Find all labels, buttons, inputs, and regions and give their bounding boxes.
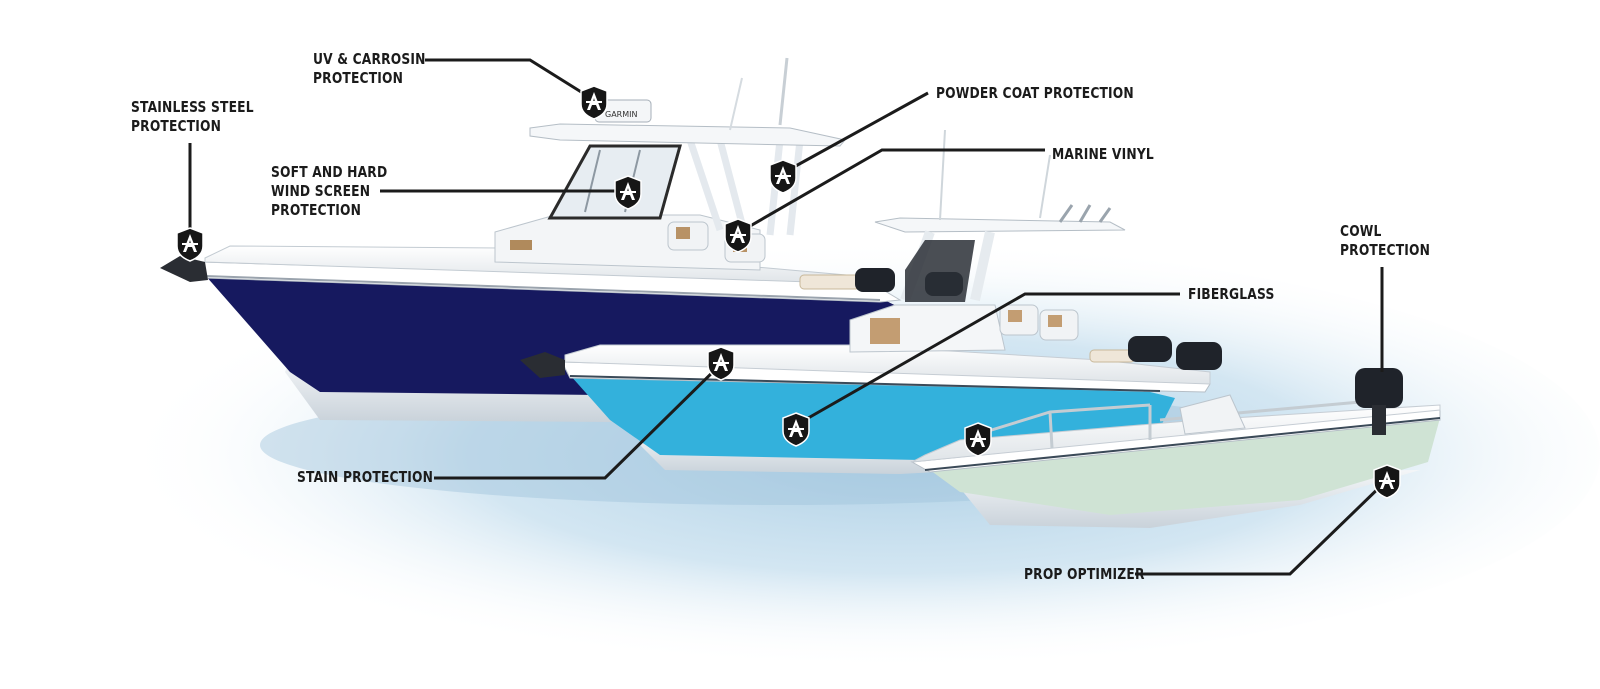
leader-stain xyxy=(434,361,724,480)
leader-fiberglass xyxy=(795,292,1180,427)
callout-marine-vinyl-line-1: MARINE VINYL xyxy=(1052,145,1154,163)
callout-uv-corrosion-line-1: UV & CARROSIN xyxy=(313,50,426,68)
callout-uv-corrosion: UV & CARROSIN PROTECTION xyxy=(313,50,426,88)
callout-fiberglass: FIBERGLASS xyxy=(1188,285,1274,304)
callout-windscreen-line-2: WIND SCREEN xyxy=(271,182,371,200)
badge-stainless-steel[interactable] xyxy=(176,227,204,262)
callout-powder-coat-line-1: POWDER COAT PROTECTION xyxy=(936,84,1134,102)
leader-prop-optimizer xyxy=(1135,478,1389,576)
callout-cowl: COWL PROTECTION xyxy=(1340,222,1430,260)
badge-windscreen[interactable] xyxy=(614,175,642,210)
badge-marine-vinyl-flats[interactable] xyxy=(964,422,992,457)
callout-windscreen-line-1: SOFT AND HARD xyxy=(271,163,388,181)
badge-stain[interactable] xyxy=(707,346,735,381)
callout-powder-coat: POWDER COAT PROTECTION xyxy=(936,84,1134,103)
callout-cowl-line-2: PROTECTION xyxy=(1340,241,1431,259)
mint-hull xyxy=(930,418,1440,515)
leader-marine-vinyl xyxy=(737,148,1045,235)
badge-powder-coat[interactable] xyxy=(769,159,797,194)
radar-brand-text: GARMIN xyxy=(605,110,637,119)
badge-uv-corrosion[interactable] xyxy=(580,85,608,120)
callout-cowl-line-1: COWL xyxy=(1340,222,1382,240)
callout-windscreen: SOFT AND HARD WIND SCREEN PROTECTION xyxy=(271,163,387,220)
badge-marine-vinyl[interactable] xyxy=(724,218,752,253)
callout-stain-line-1: STAIN PROTECTION xyxy=(297,468,434,486)
badge-prop-optimizer[interactable] xyxy=(1373,464,1401,499)
leader-powder-coat xyxy=(782,91,929,175)
leader-lines xyxy=(188,58,1389,576)
callout-windscreen-line-3: PROTECTION xyxy=(271,201,362,219)
boat-mint xyxy=(910,368,1441,528)
callout-stainless-steel-line-2: PROTECTION xyxy=(131,117,222,135)
callout-stainless-steel-line-1: STAINLESS STEEL xyxy=(131,98,254,116)
leader-uv-corrosion xyxy=(425,58,595,102)
callout-marine-vinyl: MARINE VINYL xyxy=(1052,145,1154,164)
callout-prop-optimizer-line-1: PROP OPTIMIZER xyxy=(1024,565,1145,583)
callout-uv-corrosion-line-2: PROTECTION xyxy=(313,69,404,87)
callout-stainless-steel: STAINLESS STEEL PROTECTION xyxy=(131,98,254,136)
callout-prop-optimizer: PROP OPTIMIZER xyxy=(1024,565,1145,584)
badge-fiberglass[interactable] xyxy=(782,412,810,447)
callout-stain: STAIN PROTECTION xyxy=(297,468,433,487)
callout-fiberglass-line-1: FIBERGLASS xyxy=(1188,285,1275,303)
